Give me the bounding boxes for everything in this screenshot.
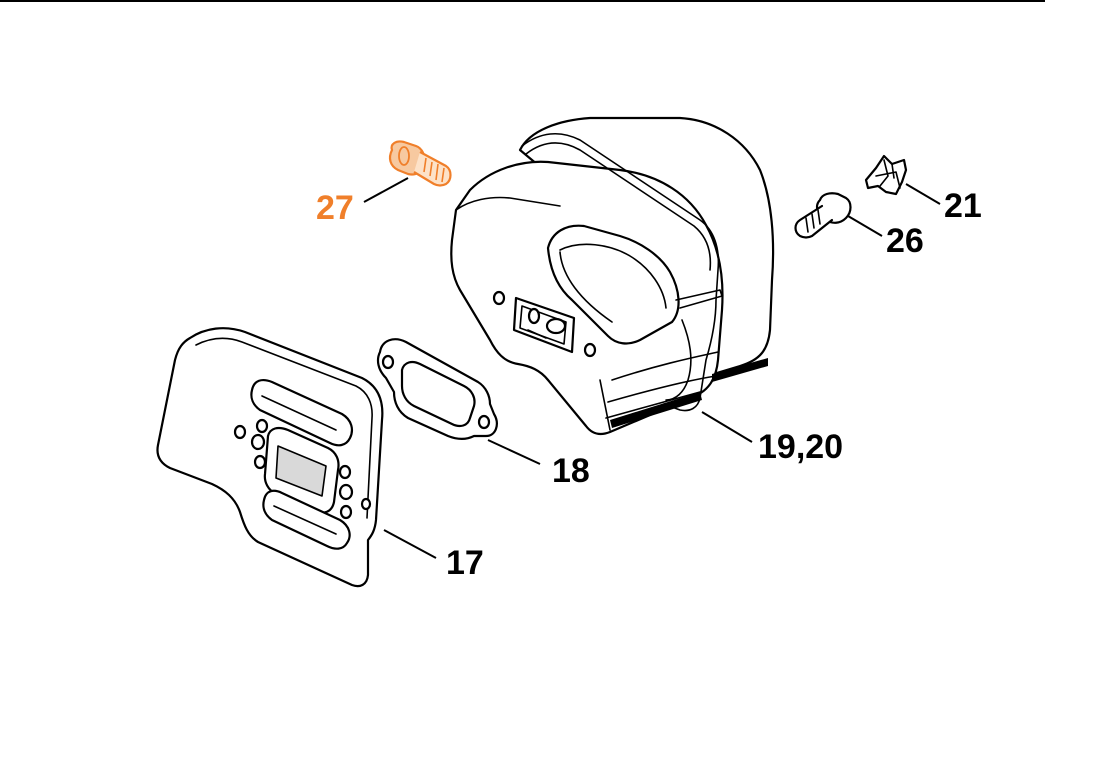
part-label-21[interactable]: 21	[944, 187, 982, 225]
muffler-body[interactable]	[450, 116, 775, 436]
part-label-18[interactable]: 18	[552, 452, 590, 490]
part-label-17[interactable]: 17	[446, 544, 484, 582]
part-label-26[interactable]: 26	[886, 222, 924, 260]
part-label-1920[interactable]: 19,20	[758, 428, 843, 466]
leader-lines	[363, 177, 941, 559]
screw-part-27[interactable]	[388, 140, 452, 187]
leader-17	[383, 529, 437, 559]
heat-shield-plate[interactable]	[156, 327, 384, 588]
part-labels: 27 21 26 18 19,20 17	[316, 187, 982, 582]
leader-27	[363, 177, 409, 203]
leader-26	[847, 215, 883, 237]
leader-21	[905, 183, 941, 205]
muffler-gasket[interactable]	[376, 338, 498, 441]
part-label-27[interactable]: 27	[316, 189, 354, 227]
leader-18	[487, 439, 541, 465]
leader-1920	[701, 411, 753, 443]
clip-part-21[interactable]	[864, 154, 908, 196]
screw-part-26[interactable]	[794, 192, 852, 239]
